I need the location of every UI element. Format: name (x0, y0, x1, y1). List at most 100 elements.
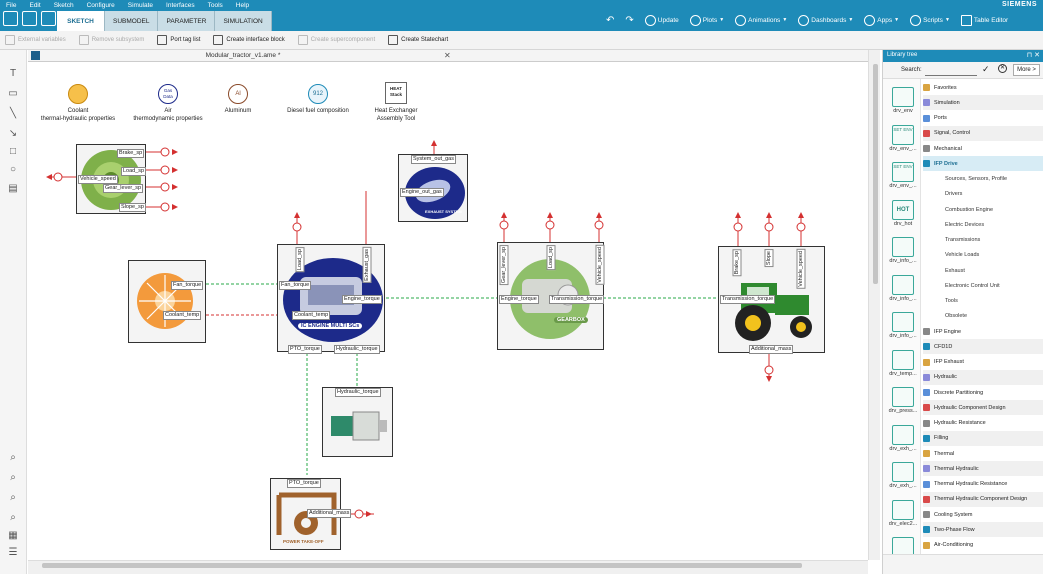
grid-tool-icon[interactable]: ▦ (8, 530, 18, 541)
pin-icon[interactable]: ⊓ ✕ (1026, 52, 1040, 59)
port-vehicle-speed[interactable]: Vehicle_speed (797, 249, 806, 289)
tree-item[interactable]: Drivers (945, 187, 1043, 202)
tree-item[interactable]: Hydraulic Component Design (923, 400, 1043, 416)
tree-item[interactable]: Vehicle Loads (945, 248, 1043, 263)
library-thumb[interactable]: drv_press... (887, 387, 919, 414)
image-tool-icon[interactable]: ▭ (8, 88, 18, 99)
create-supercomponent-button[interactable]: Create supercomponent (297, 35, 375, 45)
tree-item[interactable]: Exhaust (945, 263, 1043, 278)
port-exhaust-gas[interactable]: Exhaust_gas (363, 247, 372, 283)
scripts-button[interactable]: Scripts▼ (910, 14, 950, 26)
menu-interfaces[interactable]: Interfaces (166, 1, 195, 9)
exhaust-system-block[interactable]: System_out_gas Engine_out_gas EXHAUST SY… (398, 154, 468, 222)
port-brake-sp[interactable]: Brake_sp (117, 149, 145, 158)
tree-item[interactable]: Tools (945, 294, 1043, 309)
air-properties[interactable]: Gas Data Air thermodynamic properties (128, 84, 208, 123)
port-system-out-gas[interactable]: System_out_gas (411, 155, 456, 164)
tree-item[interactable]: Combustion Engine (945, 202, 1043, 217)
save-icon[interactable] (41, 11, 56, 26)
tree-item[interactable]: Sources, Sensors, Profile (945, 172, 1043, 187)
port-engine-torque[interactable]: Engine_torque (499, 295, 539, 304)
port-hydraulic-torque[interactable]: Hydraulic_torque (334, 345, 380, 354)
more-button[interactable]: More > (1013, 64, 1040, 76)
menu-configure[interactable]: Configure (86, 1, 115, 9)
library-thumb[interactable]: drv_exh_... (887, 424, 919, 452)
menu-file[interactable]: File (6, 1, 17, 9)
library-thumb[interactable]: drv_info_... (887, 274, 919, 302)
library-thumb[interactable]: drv_temp... (887, 349, 919, 377)
tree-item[interactable]: Thermal Hydraulic (923, 461, 1043, 477)
remove-subsystem-button[interactable]: Remove subsystem (78, 35, 144, 45)
library-search-input[interactable] (925, 65, 977, 76)
apps-button[interactable]: Apps▼ (864, 14, 899, 26)
horizontal-scroll-thumb[interactable] (42, 563, 802, 568)
tree-item[interactable]: Simulation (923, 95, 1043, 111)
arrow-tool-icon[interactable]: ↘ (8, 128, 18, 139)
create-statechart-button[interactable]: Create Statechart (388, 35, 448, 45)
port-transmission-torque[interactable]: Transmission_torque (549, 295, 605, 304)
port-gear-lever-sp[interactable]: Gear_lever_sp (500, 245, 509, 286)
diesel-fuel-composition[interactable]: 912 Diesel fuel composition (278, 84, 358, 116)
port-additional-mass[interactable]: Additional_mass (307, 509, 352, 518)
create-interface-block-button[interactable]: Create interface block (213, 35, 285, 45)
tab-simulation[interactable]: SIMULATION (215, 11, 272, 31)
driver-block[interactable]: Brake_sp Load_sp Vehicle_speed Gear_leve… (76, 144, 147, 214)
menu-edit[interactable]: Edit (29, 1, 41, 9)
table-editor-button[interactable]: Table Editor (960, 14, 1008, 26)
tractor-vehicle-block[interactable]: Brake_sp Slope Vehicle_speed Transmissio… (718, 246, 825, 354)
heat-exchanger-tool[interactable]: HEAT Stack Heat Exchanger Assembly Tool (363, 82, 429, 123)
port-vehicle-speed[interactable]: Vehicle_speed (78, 175, 118, 184)
tree-item[interactable]: Thermal Hydraulic Resistance (923, 477, 1043, 492)
library-thumb[interactable]: drv_info_... (887, 237, 919, 264)
tree-item[interactable]: Thermal Hydraulic Component Design (923, 491, 1043, 507)
layer-tool-icon[interactable]: ▤ (8, 183, 18, 194)
tree-item[interactable]: Discrete Partitioning (923, 385, 1043, 400)
fan-block[interactable]: Fan_torque Coolant_temp (128, 260, 206, 343)
tab-submodel[interactable]: SUBMODEL (105, 11, 159, 31)
plots-button[interactable]: Plots▼ (689, 14, 724, 26)
tree-item[interactable]: Two-Phase Flow (923, 522, 1043, 538)
animations-button[interactable]: Animations▼ (735, 14, 787, 26)
library-thumb[interactable]: drv_info_... (887, 312, 919, 339)
port-tag-list-button[interactable]: Port tag list (157, 35, 200, 45)
tree-item[interactable]: Electric Devices (945, 217, 1043, 232)
menu-tools[interactable]: Tools (207, 1, 223, 9)
port-brake-sp[interactable]: Brake_sp (733, 249, 742, 277)
tree-item[interactable]: Air-Conditioning (923, 538, 1043, 553)
tab-parameter[interactable]: PARAMETER (158, 11, 216, 31)
port-coolant-temp[interactable]: Coolant_temp (292, 311, 331, 320)
tree-item[interactable]: Signal, Control (923, 125, 1043, 141)
zoom-in-icon[interactable]: ⌕ (10, 452, 16, 463)
dashboards-button[interactable]: Dashboards▼ (798, 14, 853, 26)
library-thumb[interactable]: drv_env (887, 87, 919, 114)
library-thumb[interactable]: drv_exh_... (887, 462, 919, 489)
tree-item[interactable]: CFD1D (923, 339, 1043, 355)
layers-tool-icon[interactable]: ☰ (8, 547, 18, 558)
undo-button[interactable]: ↶ (606, 14, 615, 26)
zoom-out-icon[interactable]: ⌕ (10, 472, 16, 483)
update-button[interactable]: Update (644, 14, 679, 26)
menu-help[interactable]: Help (235, 1, 250, 9)
tree-item[interactable]: Transmissions (945, 233, 1043, 248)
port-load-sp[interactable]: Load_sp (121, 167, 147, 176)
hydraulic-pump-block[interactable]: Hydraulic_torque (322, 387, 393, 457)
rectangle-tool-icon[interactable]: □ (9, 146, 17, 157)
external-variables-button[interactable]: External variables (5, 35, 66, 45)
text-tool-icon[interactable]: T (9, 68, 17, 79)
library-thumb[interactable]: drv_elec2... (887, 499, 919, 527)
port-pto-torque[interactable]: PTO_torque (288, 345, 322, 354)
zoom-fit-icon[interactable]: ⌕ (10, 492, 16, 503)
tree-item[interactable]: Thermal (923, 446, 1043, 461)
tree-item[interactable]: IFP Engine (923, 324, 1043, 339)
tree-item[interactable]: Hydraulic Resistance (923, 416, 1043, 431)
aluminum-properties[interactable]: Al Aluminum (208, 84, 268, 116)
line-tool-icon[interactable]: ╲ (9, 108, 17, 119)
menu-simulate[interactable]: Simulate (127, 1, 154, 9)
port-slope-sp[interactable]: Slope_sp (119, 203, 146, 212)
vertical-scroll-thumb[interactable] (873, 64, 878, 284)
checkmark-icon[interactable]: ✓ (982, 64, 990, 74)
sketch-canvas[interactable]: Coolant thermal-hydraulic properties Gas… (28, 62, 868, 560)
